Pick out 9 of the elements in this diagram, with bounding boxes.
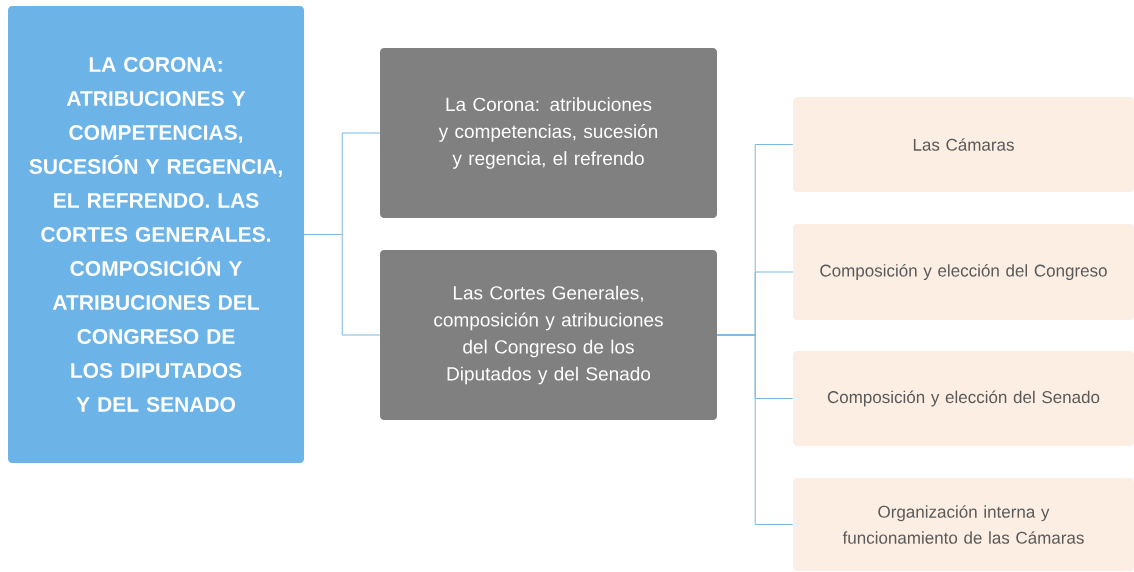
item-box: Organización interna y funcionamiento de las Cámaras	[793, 478, 1134, 571]
connector-line	[303, 234, 381, 336]
connector-line	[716, 334, 794, 525]
item-box: Composición y elección del Senado	[793, 351, 1134, 446]
main-topic-box: LA CORONA: ATRIBUCIONES Y COMPETENCIAS, SUCESIÓN Y REGENCIA, EL REFRENDO. LAS CORTES GENERALES. COMPOSICIÓN Y ATRIBUCIONES DEL CONGRESO DE LOS DIPUTADOS Y DEL SENADO	[8, 6, 304, 463]
item-box: Las Cámaras	[793, 97, 1134, 192]
item-box: Composición y elección del Congreso	[793, 224, 1134, 320]
subtopic-box: Las Cortes Generales, composición y atribuciones del Congreso de los Diputados y del Senado	[380, 250, 717, 420]
subtopic-box: La Corona: atribuciones y competencias, sucesión y regencia, el refrendo	[380, 48, 717, 218]
